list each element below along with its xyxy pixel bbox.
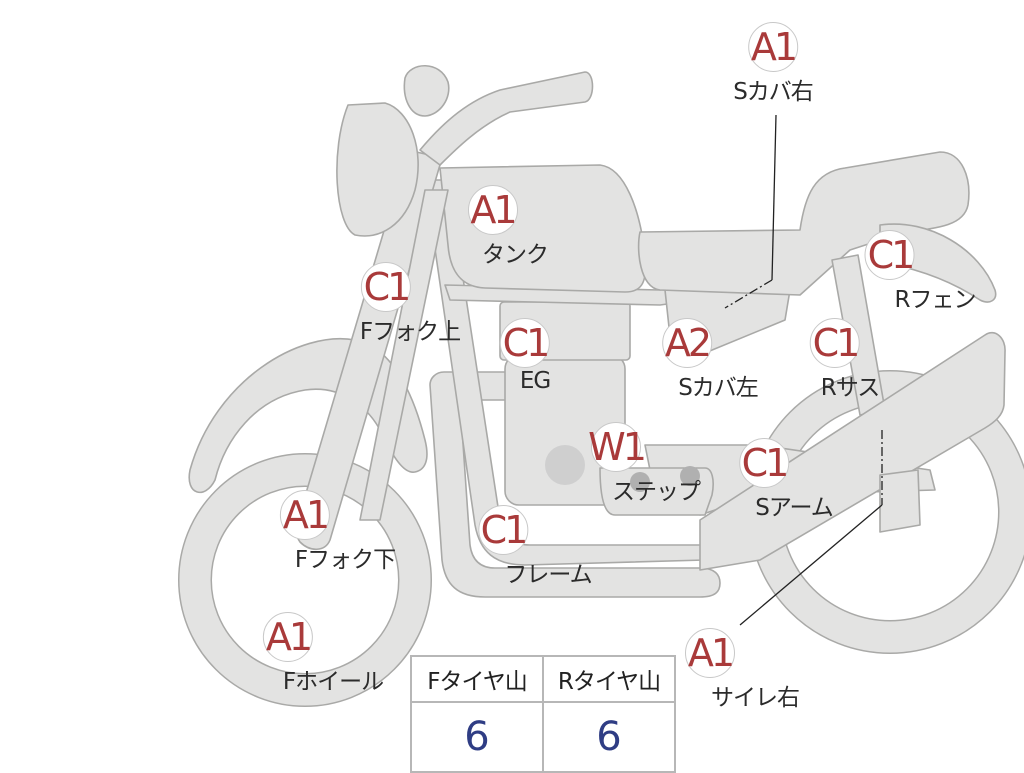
- handlebar-shape: [419, 71, 594, 166]
- grade-badge: C1: [478, 505, 528, 555]
- headlight-shape: [336, 102, 419, 237]
- table-header-row: Fタイヤ山 Rタイヤ山: [410, 655, 676, 703]
- step-bolt-2: [680, 466, 700, 486]
- part-label: Fホイール: [282, 669, 384, 695]
- engine-cover-circle: [545, 445, 585, 485]
- marker-muffler-right: A1 サイレ右: [685, 628, 800, 712]
- part-label: ステップ: [612, 479, 701, 505]
- part-label: フレーム: [504, 562, 592, 588]
- part-label: Rサス: [820, 375, 881, 401]
- part-label: Sカバ左: [678, 375, 759, 401]
- mirror-shape: [403, 65, 450, 117]
- grade-badge: A1: [279, 490, 330, 540]
- leader-line-muffler-right: [739, 504, 883, 626]
- front-tire-header: Fタイヤ山: [410, 655, 544, 703]
- part-label: サイレ右: [711, 685, 800, 711]
- marker-fork-upper: C1 Fフォク上: [359, 262, 461, 346]
- tire-tread-table: Fタイヤ山 Rタイヤ山 6 6: [410, 655, 676, 773]
- part-label: Sカバ右: [733, 79, 814, 105]
- part-label: Sアーム: [755, 495, 834, 521]
- part-label: Fフォク下: [294, 547, 396, 573]
- grade-badge: C1: [739, 438, 789, 488]
- seat-shape: [637, 151, 970, 296]
- leader-line-s-cover-right: [771, 114, 777, 281]
- grade-badge: C1: [499, 318, 550, 368]
- rear-tire-header: Rタイヤ山: [542, 655, 676, 703]
- marker-engine: C1 EG: [499, 318, 551, 394]
- marker-fork-lower: A1 Fフォク下: [279, 490, 396, 574]
- muffler-shape: [699, 331, 1006, 571]
- muffler-tip-shape: [879, 469, 921, 533]
- grade-badge: C1: [810, 318, 860, 368]
- grade-badge: C1: [360, 262, 411, 312]
- front-tire-value: 6: [410, 701, 544, 773]
- grade-badge: W1: [588, 422, 647, 472]
- front-wheel-shape: [178, 453, 432, 707]
- marker-step: W1 ステップ: [588, 422, 701, 506]
- marker-swing-arm: C1 Sアーム: [739, 438, 834, 522]
- part-label: タンク: [482, 242, 549, 268]
- table-row: 6 6: [410, 701, 676, 773]
- grade-badge: C1: [864, 230, 915, 280]
- grade-badge: A1: [467, 185, 518, 235]
- grade-badge: A1: [262, 612, 313, 662]
- marker-s-cover-left: A2 Sカバ左: [661, 318, 759, 402]
- rear-tire-value: 6: [542, 701, 676, 773]
- marker-s-cover-right: A1 Sカバ右: [733, 22, 814, 106]
- part-label: Rフェン: [894, 287, 977, 313]
- marker-tank: A1 タンク: [467, 185, 549, 269]
- grade-badge: A1: [685, 628, 735, 678]
- marker-frame: C1 フレーム: [478, 505, 593, 589]
- marker-front-wheel: A1 Fホイール: [262, 612, 384, 696]
- grade-badge: A1: [747, 22, 798, 72]
- step-bolt-1: [630, 472, 650, 492]
- marker-rear-fender: C1 Rフェン: [864, 230, 977, 314]
- front-fork-inner-shape: [359, 189, 449, 521]
- marker-rear-suspension: C1 Rサス: [810, 318, 881, 402]
- part-label: EG: [519, 368, 551, 394]
- part-label: Fフォク上: [359, 319, 461, 345]
- grade-badge: A2: [661, 318, 712, 368]
